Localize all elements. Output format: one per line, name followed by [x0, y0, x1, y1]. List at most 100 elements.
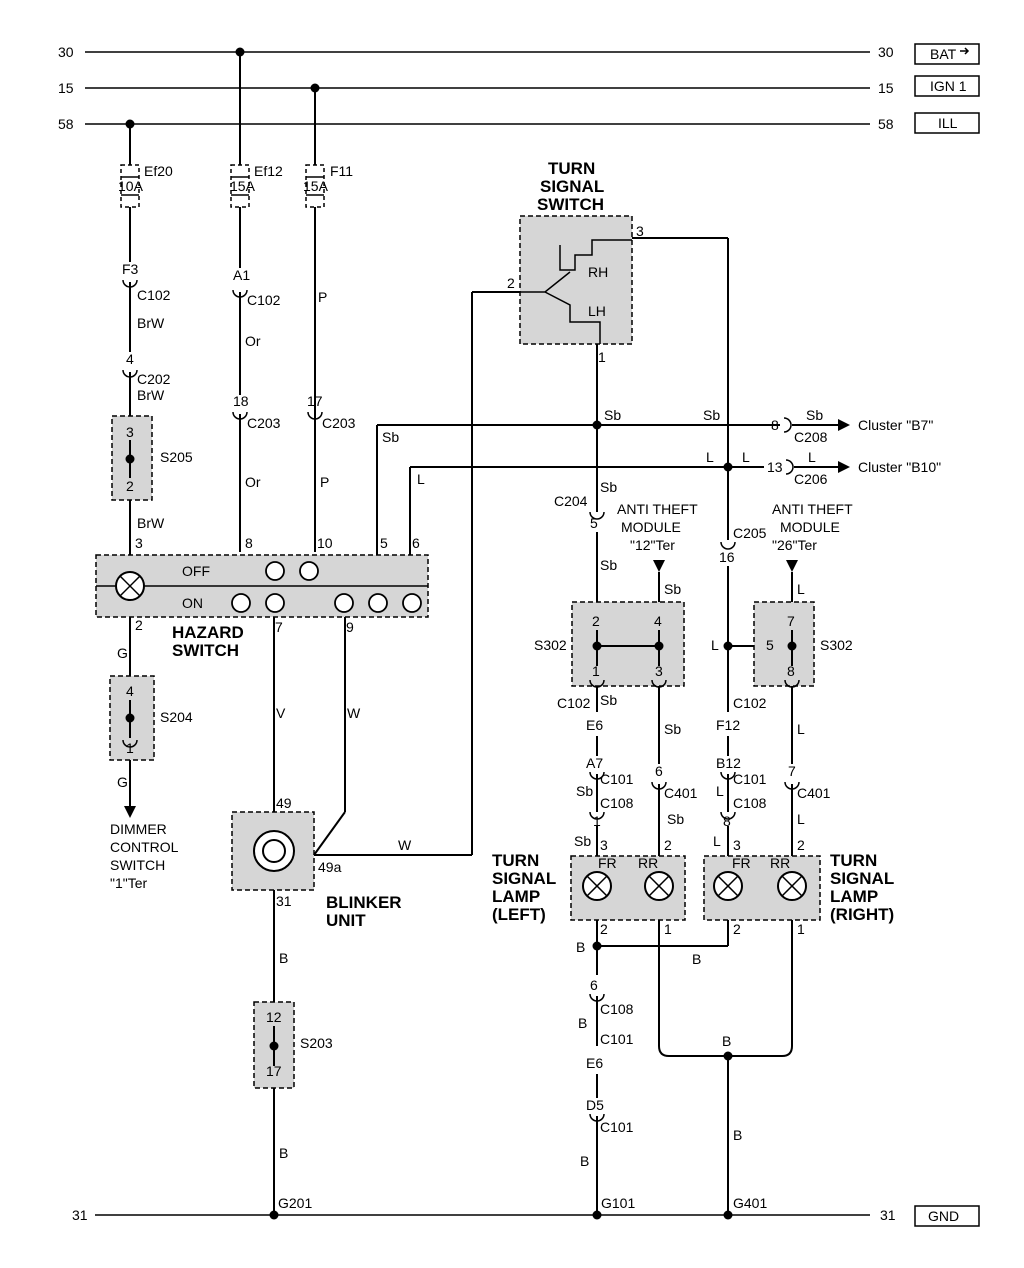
tss-pin2: 2	[507, 275, 515, 291]
hs-pin2: 2	[135, 617, 143, 633]
s302r-pin8: 8	[787, 663, 795, 679]
wire-b-2: B	[279, 1145, 288, 1161]
dimmer-branch: G 4 1 S204 G DIMMER CONTROL SWITCH "1"Te…	[109, 617, 193, 891]
fuse-ef12-amp: 15A	[230, 178, 256, 194]
wire-b-8: B	[733, 1127, 742, 1143]
pin-4-c202: 4	[126, 351, 134, 367]
wire-l-6: L	[797, 581, 805, 597]
hs-pin7: 7	[275, 619, 283, 635]
ground-g401: G401	[733, 1195, 767, 1211]
conn-c108-a: C108	[600, 795, 634, 811]
blinker-title-2: UNIT	[326, 911, 366, 930]
conn-c203-b: C203	[322, 415, 356, 431]
dimmer-4: "1"Ter	[110, 875, 148, 891]
ground-returns: B B 6 C108 B C101 E6 D5 C101 B G101 B B …	[576, 920, 793, 1215]
lampr-title-4: (RIGHT)	[830, 905, 894, 924]
c205-pin16: 16	[719, 549, 735, 565]
hazard-title-2: SWITCH	[172, 641, 239, 660]
wire-w-1: W	[347, 705, 361, 721]
atm12-2: MODULE	[621, 519, 681, 535]
left-feed: F3 C102 BrW 4 C202 BrW 3 2 S205 BrW	[111, 261, 193, 555]
wire-sb-8: Sb	[600, 692, 617, 708]
lampr-title-2: SIGNAL	[830, 869, 894, 888]
wire-l-10: L	[797, 811, 805, 827]
rail-31-right: 31	[880, 1207, 896, 1223]
c206-pin13: 13	[767, 459, 783, 475]
tss-box	[519, 215, 633, 345]
conn-c205: C205	[733, 525, 767, 541]
conn-c108-c: C108	[600, 1001, 634, 1017]
c108-pin1: 1	[593, 813, 601, 829]
lampr-title-1: TURN	[830, 851, 877, 870]
wire-b-6: B	[580, 1153, 589, 1169]
wire-b-4: B	[692, 951, 701, 967]
fuses: Ef20 10A Ef12 15A F11 15A	[118, 52, 353, 552]
s302l-pin4: 4	[654, 613, 662, 629]
dimmer-3: SWITCH	[110, 857, 165, 873]
ill-box	[914, 112, 980, 134]
rail-15-left: 15	[58, 80, 74, 96]
lampr-pin2: 2	[797, 837, 805, 853]
rail-58-left: 58	[58, 116, 74, 132]
s203-pin12: 12	[266, 1009, 282, 1025]
blinker-title-1: BLINKER	[326, 893, 402, 912]
fuse-ef12-name: Ef12	[254, 163, 283, 179]
conn-c102-b: C102	[247, 292, 281, 308]
fuse-f11-icon	[305, 164, 325, 208]
tss-pin3: 3	[636, 223, 644, 239]
hs-pin8: 8	[245, 535, 253, 551]
wire-brw-3: BrW	[137, 515, 165, 531]
c108-pin6: 6	[590, 977, 598, 993]
s302l-pin1: 1	[592, 663, 600, 679]
tss-title-3: SWITCH	[537, 195, 604, 214]
lampl-title-1: TURN	[492, 851, 539, 870]
hazard-title-1: HAZARD	[172, 623, 244, 642]
wire-b-3: B	[576, 939, 585, 955]
atm26-3: "26"Ter	[772, 537, 817, 553]
rail-30-right: 30	[878, 44, 894, 60]
bat-box	[914, 43, 980, 65]
ill-label: ILL	[938, 115, 958, 131]
conn-c206: C206	[794, 471, 828, 487]
hs-pin5: 5	[380, 535, 388, 551]
wire-l-9: L	[797, 721, 805, 737]
wire-l-1: L	[417, 471, 425, 487]
c401-pin7: 7	[788, 763, 796, 779]
conn-c101-d: C101	[600, 1119, 634, 1135]
pin-17: 17	[307, 393, 323, 409]
pin-18: 18	[233, 393, 249, 409]
s302l-pin2: 2	[592, 613, 600, 629]
wire-sb-12: Sb	[667, 811, 684, 827]
wire-l-7: L	[716, 783, 724, 799]
hs-pin10: 10	[317, 535, 333, 551]
conn-c101-b: C101	[733, 771, 767, 787]
fuse-ef20-icon	[120, 164, 140, 208]
lampl-pin1: 1	[664, 921, 672, 937]
bat-arrow-icon	[960, 47, 970, 55]
atm12-arrow-icon	[653, 560, 665, 572]
lampr-pin3: 3	[733, 837, 741, 853]
conn-c204: C204	[554, 493, 588, 509]
conn-c102-c: C102	[557, 695, 591, 711]
hs-pin9: 9	[346, 619, 354, 635]
conn-f3: F3	[122, 261, 139, 277]
c401-pin6: 6	[655, 763, 663, 779]
s205-pin3: 3	[126, 424, 134, 440]
blinker-unit: V W 49 49a W 31 BLINKER UNIT B 12 17 S20…	[231, 291, 520, 1215]
lampl-pin2: 2	[664, 837, 672, 853]
conn-c102-a: C102	[137, 287, 171, 303]
tss-title-2: SIGNAL	[540, 177, 604, 196]
s205-label: S205	[160, 449, 193, 465]
ign-box	[914, 75, 980, 97]
s203-pin17: 17	[266, 1063, 282, 1079]
tss-rh: RH	[588, 264, 608, 280]
lampl-fr: FR	[598, 855, 617, 871]
s204-pin4: 4	[126, 683, 134, 699]
lampr-title-3: LAMP	[830, 887, 878, 906]
wire-l-4: L	[808, 449, 816, 465]
splice-s302-left	[571, 601, 685, 687]
s204-pin1: 1	[126, 740, 134, 756]
wire-l-2: L	[706, 449, 714, 465]
dimmer-arrow-icon	[124, 806, 136, 818]
wire-l-5: L	[711, 637, 719, 653]
